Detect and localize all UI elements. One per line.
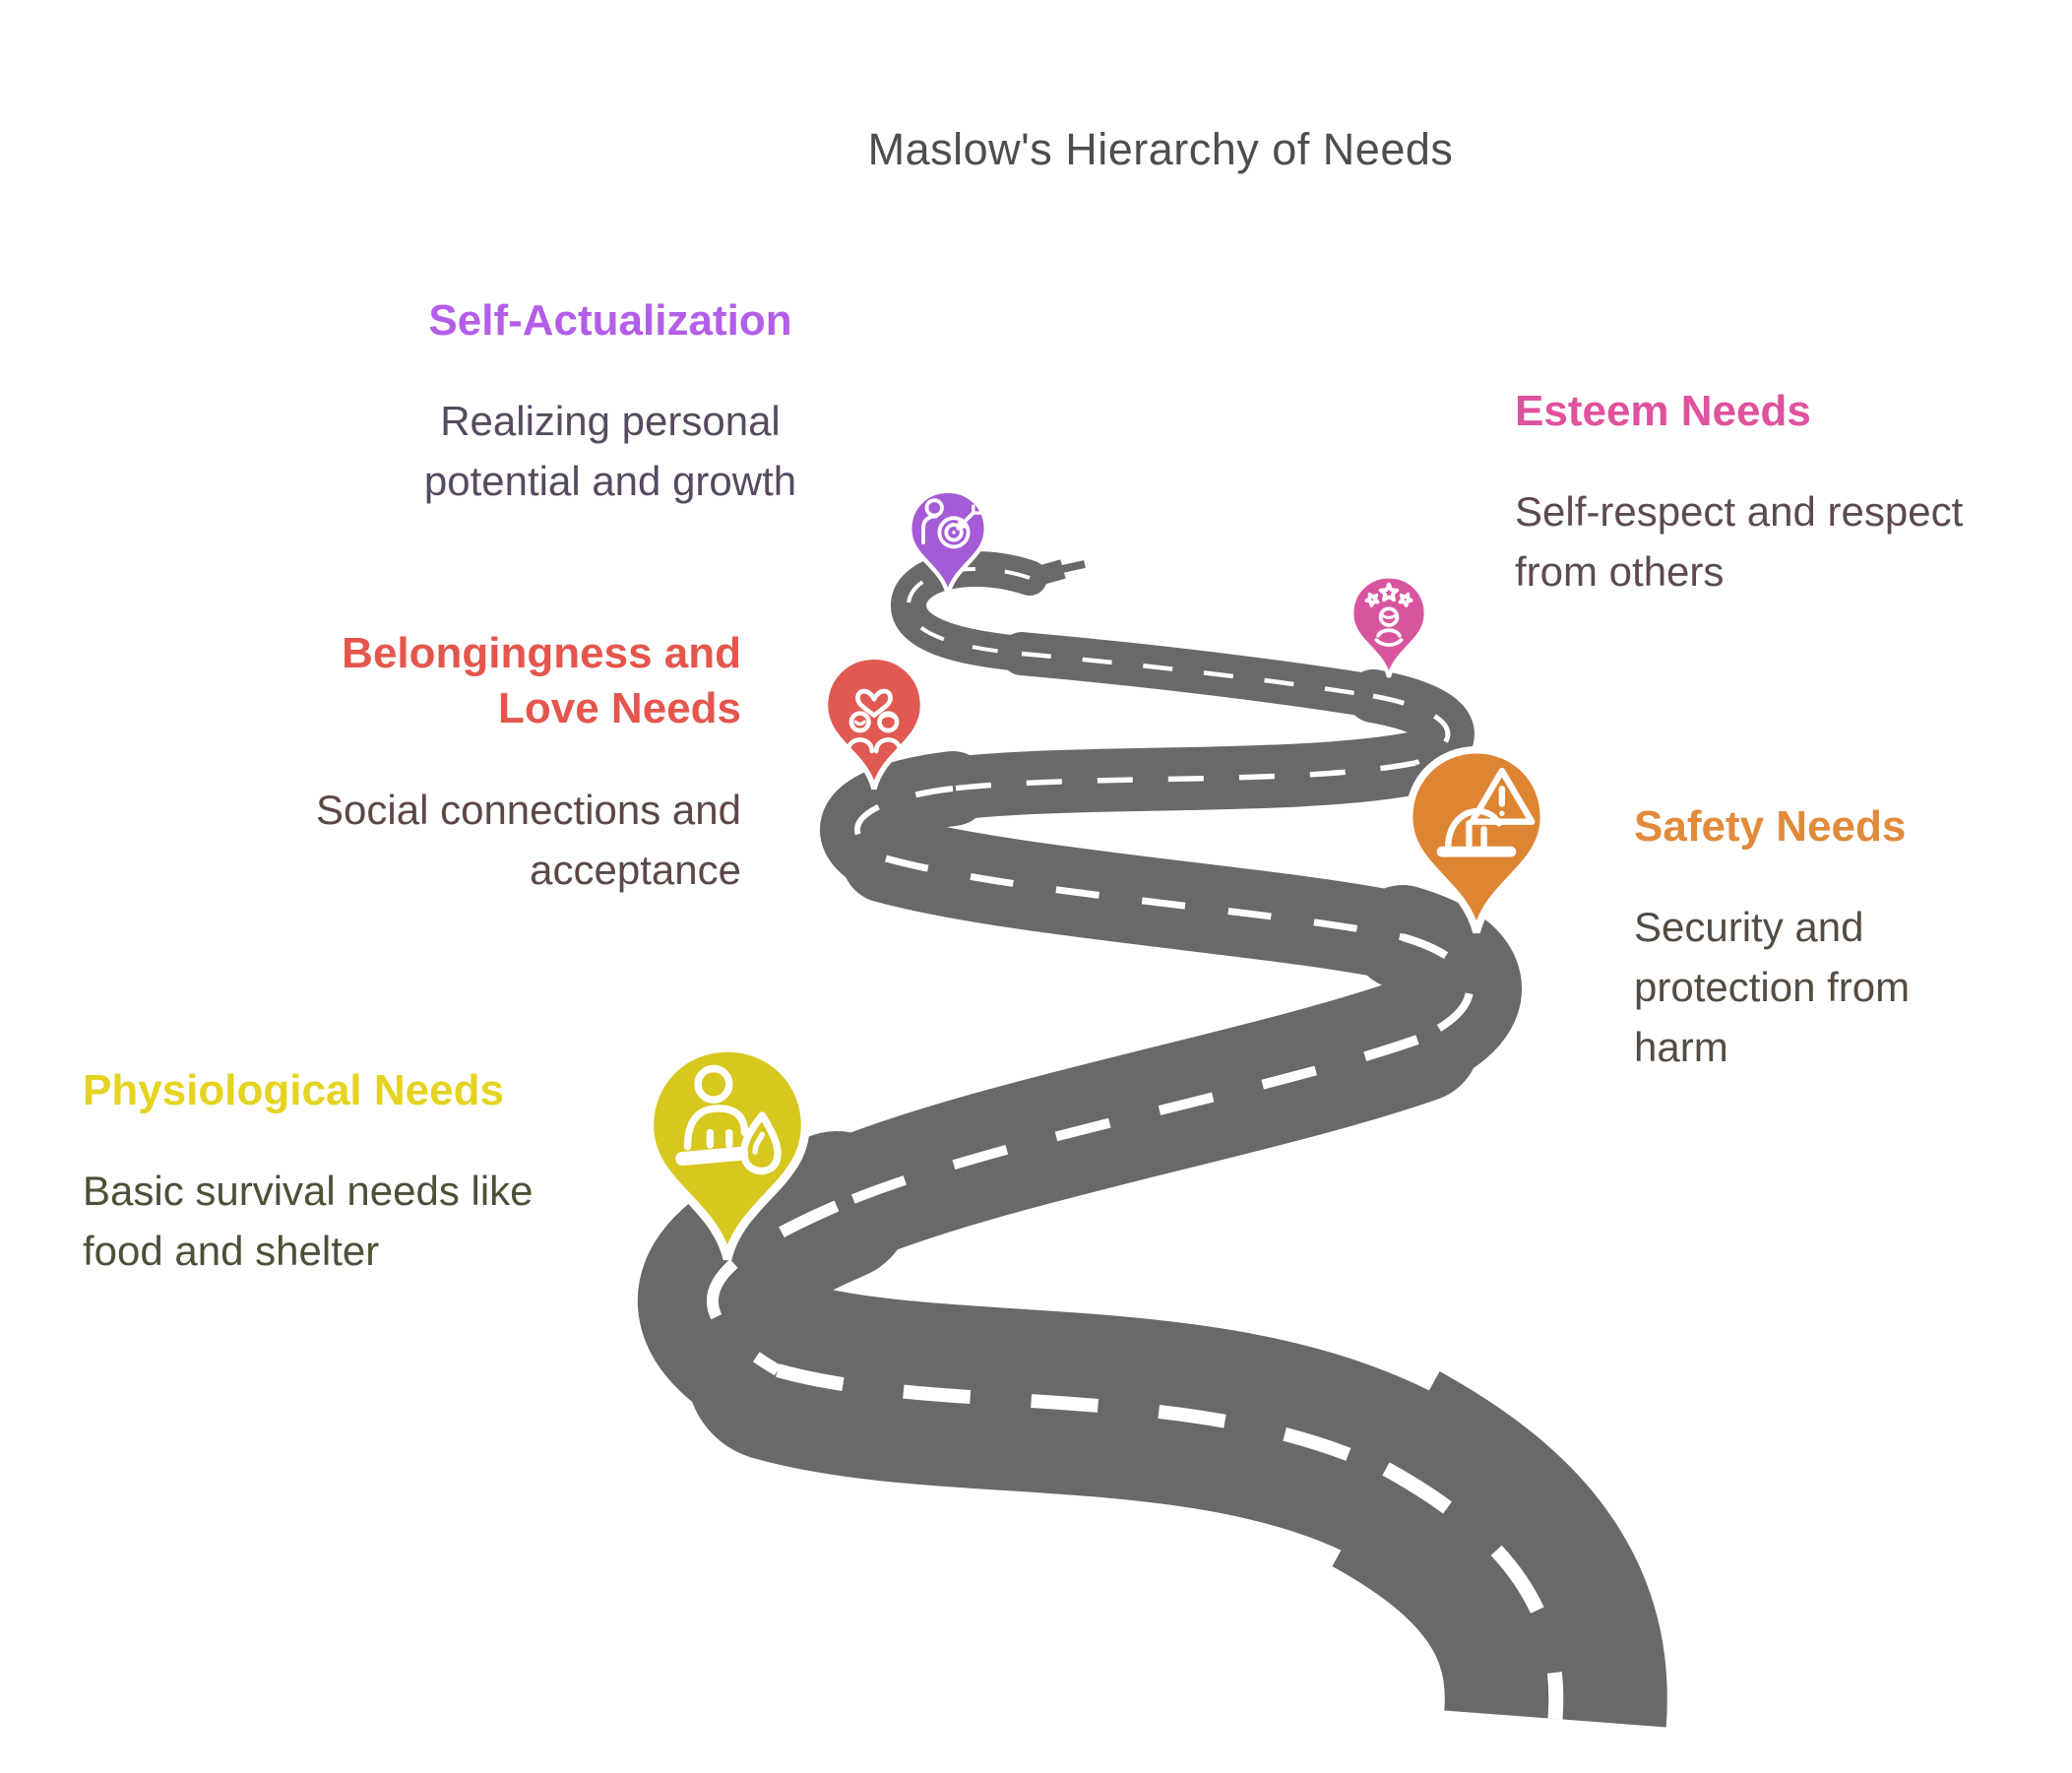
pin-esteem (1350, 574, 1428, 678)
pin-shape (822, 654, 926, 791)
pin-safety (1405, 745, 1548, 934)
section-physiological: Physiological Needs Basic survival needs… (83, 1065, 575, 1282)
diagram-title: Maslow's Hierarchy of Needs (867, 124, 1454, 174)
section-description: Self-respect and respect from others (1515, 487, 1964, 595)
section-esteem: Esteem Needs Self-respect and respect fr… (1515, 386, 1978, 602)
pin-physiological (645, 1043, 810, 1261)
section-belongingness: Belongingness and Love Needs Social conn… (279, 626, 741, 900)
person-target-icon (921, 498, 982, 549)
pin-self-actualization (908, 488, 988, 596)
couple-heart-icon (846, 688, 903, 754)
section-heading: Safety Needs (1634, 802, 1907, 851)
section-description: Basic survival needs like food and shelt… (83, 1167, 534, 1274)
section-safety: Safety Needs Security and protection fro… (1634, 801, 1969, 1078)
section-heading: Belongingness and Love Needs (342, 629, 741, 733)
section-heading: Physiological Needs (83, 1066, 504, 1114)
section-heading: Self-Actualization (428, 296, 792, 345)
road-centerline (706, 566, 1564, 1720)
section-heading: Esteem Needs (1515, 387, 1811, 435)
person-flame-icon (675, 1064, 782, 1175)
section-self-actualization: Self-Actualization Realizing personal po… (364, 295, 856, 512)
pin-shape (1405, 745, 1548, 934)
section-description: Realizing personal potential and growth (423, 397, 797, 504)
pin-belongingness (822, 654, 926, 791)
section-description: Social connections and acceptance (316, 786, 741, 893)
person-stars-icon (1364, 582, 1413, 647)
section-description: Security and protection from harm (1634, 903, 1911, 1070)
hardhat-warning-icon (1436, 767, 1536, 857)
